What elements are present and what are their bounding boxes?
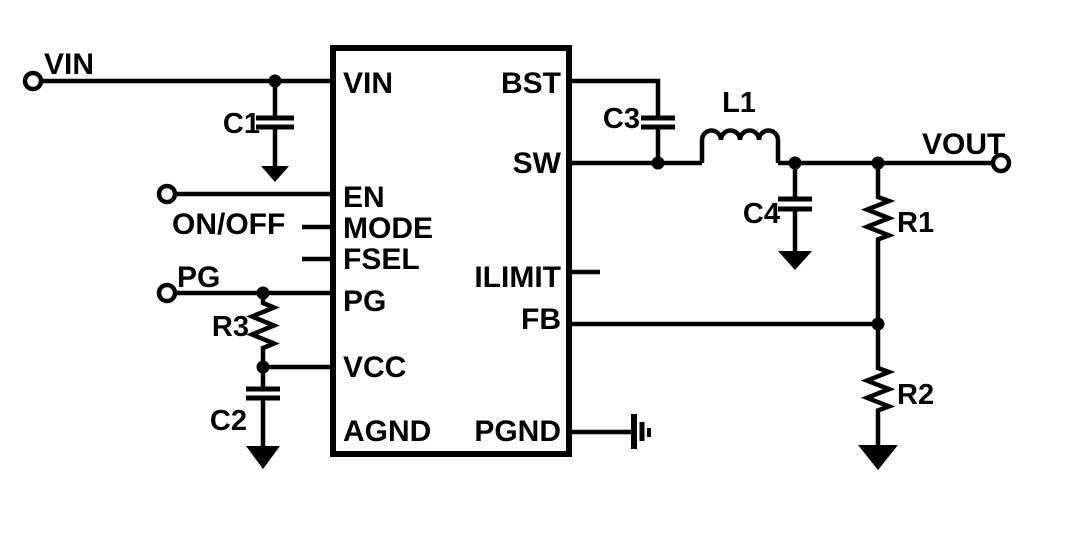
ic-pin-label-fb: FB bbox=[521, 303, 561, 336]
ic-pin-label-bst: BST bbox=[501, 67, 561, 100]
ic-body bbox=[330, 45, 572, 457]
r3-label: R3 bbox=[212, 311, 249, 343]
resistor-r2 bbox=[858, 324, 898, 470]
ic-pin-label-pgnd: PGND bbox=[474, 415, 561, 448]
r2-ground-icon bbox=[858, 445, 898, 470]
vin-terminal bbox=[22, 70, 44, 92]
ic-pin-label-ilimit: ILIMIT bbox=[474, 261, 561, 294]
vout-terminal bbox=[990, 152, 1012, 174]
r2-label: R2 bbox=[897, 379, 934, 411]
ic-pin-label-fsel: FSEL bbox=[343, 243, 420, 276]
ic-pin-label-en: EN bbox=[343, 181, 385, 214]
pg-terminal bbox=[156, 282, 178, 304]
junction-dot bbox=[871, 156, 885, 170]
onoff-terminal-label: ON/OFF bbox=[172, 208, 285, 241]
junction-dot bbox=[256, 286, 270, 300]
inductor-l1 bbox=[699, 128, 781, 163]
pg-terminal-label: PG bbox=[177, 261, 220, 294]
capacitor-c2 bbox=[246, 367, 280, 469]
junction-dot bbox=[256, 360, 270, 374]
capacitor-c1 bbox=[256, 81, 294, 182]
vout-terminal-label: VOUT bbox=[922, 128, 1005, 161]
junction-dot bbox=[268, 74, 282, 88]
c1-label: C1 bbox=[223, 108, 260, 140]
resistor-r1 bbox=[860, 163, 896, 324]
en-terminal bbox=[156, 183, 178, 205]
r1-label: R1 bbox=[897, 207, 934, 239]
vin-terminal-label: VIN bbox=[44, 48, 94, 81]
c4-label: C4 bbox=[743, 198, 780, 230]
c4-ground-icon bbox=[778, 251, 812, 270]
ic-pin-label-mode: MODE bbox=[343, 212, 433, 245]
ic-pin-label-sw: SW bbox=[513, 147, 562, 180]
capacitor-c3 bbox=[641, 115, 675, 163]
c2-ground-icon bbox=[246, 446, 280, 469]
pgnd-ground-icon bbox=[631, 414, 651, 449]
ic-pin-label-vin: VIN bbox=[343, 67, 393, 100]
capacitor-c4 bbox=[778, 163, 812, 270]
c2-label: C2 bbox=[210, 405, 247, 437]
ic-pin-label-pg: PG bbox=[343, 285, 386, 318]
junction-dot bbox=[788, 156, 802, 170]
ic-pin-label-agnd: AGND bbox=[343, 415, 431, 448]
c3-label: C3 bbox=[603, 103, 640, 135]
l1-label: L1 bbox=[722, 87, 756, 119]
resistor-r3 bbox=[246, 293, 280, 367]
junction-dot bbox=[651, 156, 665, 170]
c1-ground-icon bbox=[261, 166, 289, 182]
wire-bst bbox=[568, 78, 661, 116]
ic-pin-label-vcc: VCC bbox=[343, 351, 406, 384]
junction-dot bbox=[871, 317, 885, 331]
